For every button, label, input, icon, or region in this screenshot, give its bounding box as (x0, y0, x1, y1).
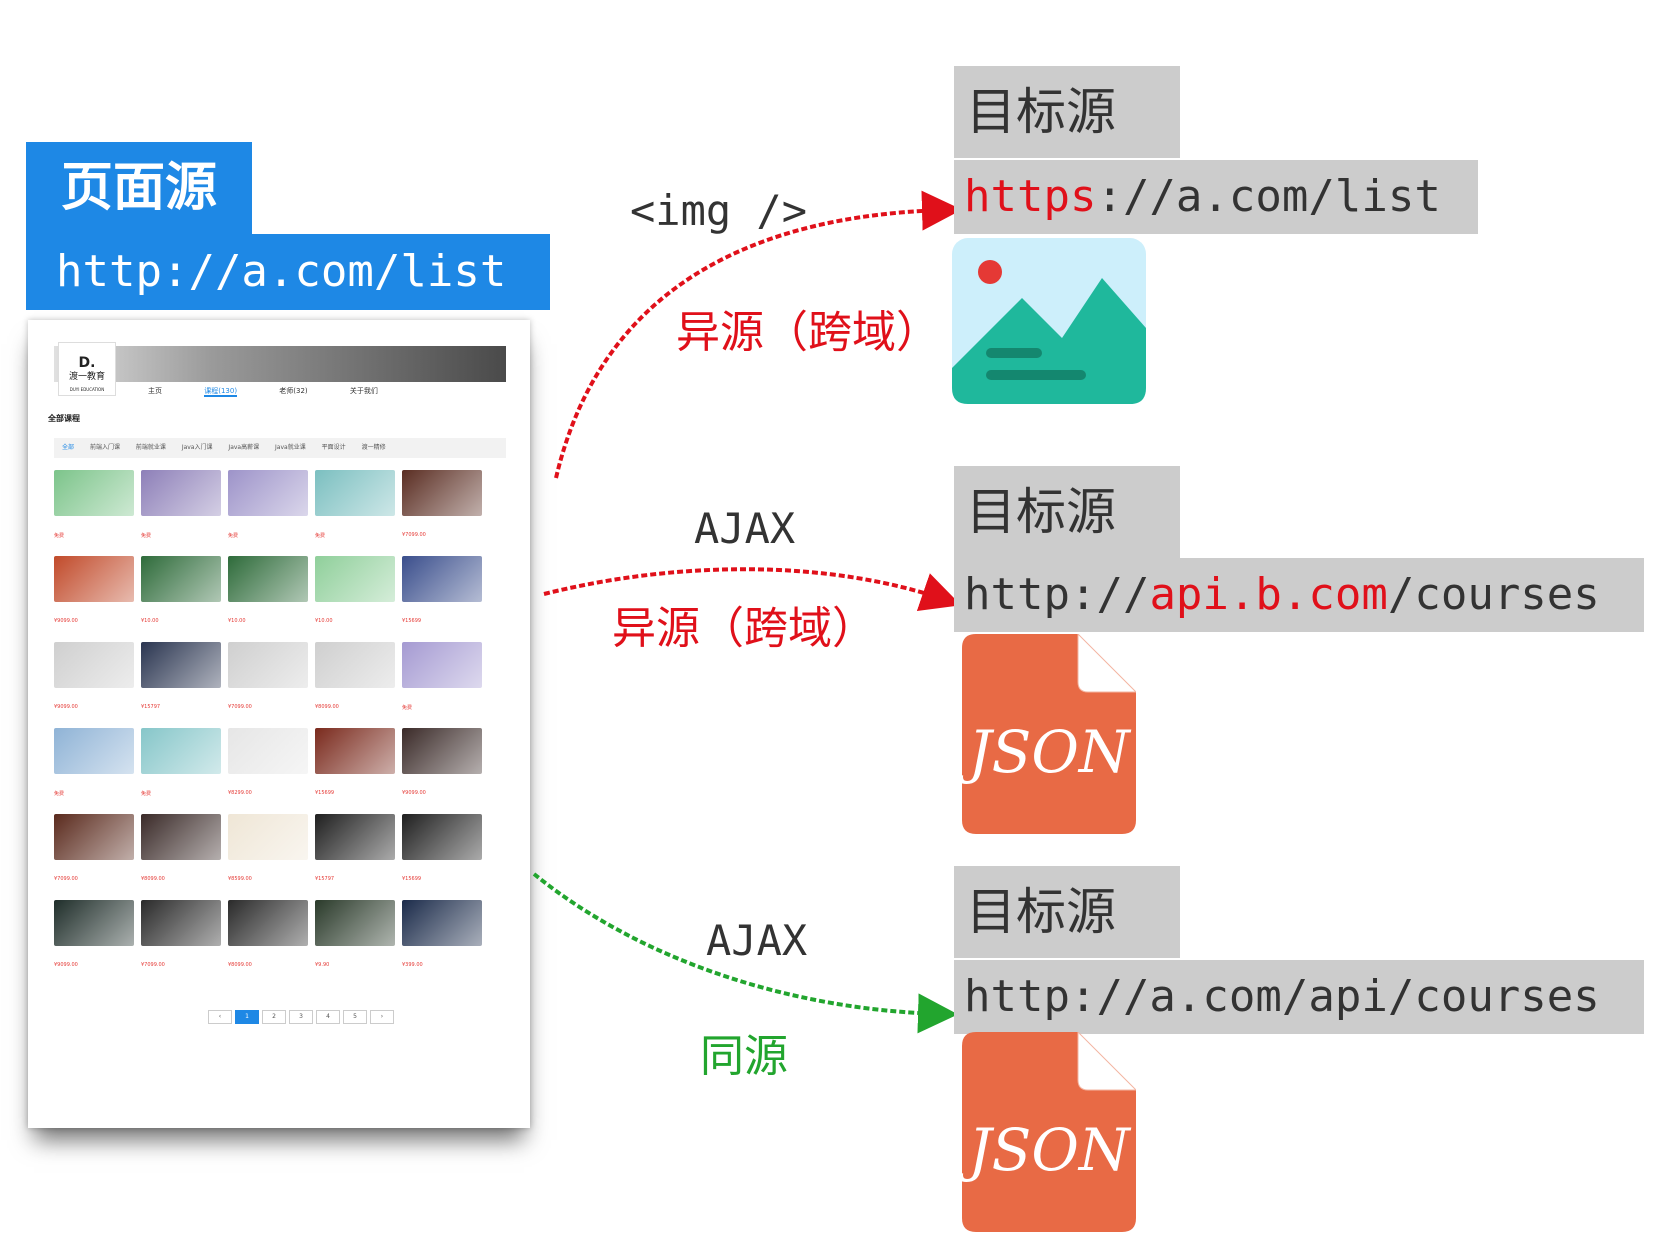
target-1-url: https://a.com/list (954, 160, 1478, 234)
course-price: ¥9099.00 (54, 704, 78, 710)
screenshot-section-title: 全部课程 (48, 414, 80, 423)
source-url: http://a.com/list (26, 234, 550, 310)
course-thumbnail (228, 470, 308, 516)
course-thumbnail (141, 814, 221, 860)
target-2-url: http://api.b.com/courses (954, 558, 1644, 632)
course-thumbnail (54, 470, 134, 516)
course-thumbnail (54, 556, 134, 602)
arrow-1-result: 异源（跨域） (676, 307, 940, 358)
target-1-label: 目标源 (954, 66, 1180, 158)
course-thumbnail (228, 728, 308, 774)
course-price: ¥10.00 (141, 618, 159, 624)
svg-text:JSON: JSON (962, 718, 1132, 786)
svg-text:JSON: JSON (962, 1116, 1132, 1184)
image-icon (952, 238, 1146, 404)
course-price: 免费 (315, 533, 326, 539)
course-price: 免费 (141, 533, 152, 539)
arrow-3-method: AJAX (706, 916, 808, 965)
course-price: ¥7099.00 (402, 532, 426, 538)
course-price: ¥8099.00 (315, 704, 339, 710)
course-thumbnail (402, 728, 482, 774)
course-thumbnail (315, 470, 395, 516)
course-price: ¥9.90 (315, 962, 330, 968)
course-price: ¥9099.00 (402, 790, 426, 796)
screenshot-header-banner (54, 346, 506, 382)
course-price: ¥8099.00 (141, 876, 165, 882)
course-thumbnail (141, 556, 221, 602)
course-thumbnail (228, 556, 308, 602)
course-thumbnail (54, 728, 134, 774)
arrow-3-result: 同源 (700, 1031, 788, 1082)
course-thumbnail (315, 814, 395, 860)
course-thumbnail (228, 900, 308, 946)
course-price: ¥9099.00 (54, 618, 78, 624)
target-2-label: 目标源 (954, 466, 1180, 558)
course-price: ¥7099.00 (228, 704, 252, 710)
course-price: ¥15797 (141, 704, 161, 710)
course-price: ¥7099.00 (141, 962, 165, 968)
course-price: ¥15699 (402, 618, 422, 624)
course-price: ¥8299.00 (228, 790, 252, 796)
course-price: 免费 (54, 533, 65, 539)
course-thumbnail (141, 900, 221, 946)
course-thumbnail (54, 642, 134, 688)
course-price: ¥399.00 (402, 962, 423, 968)
course-thumbnail (54, 814, 134, 860)
course-thumbnail (141, 470, 221, 516)
course-thumbnail (402, 470, 482, 516)
course-thumbnail (402, 900, 482, 946)
arrow-ajax-cross-origin (543, 567, 962, 612)
course-thumbnail (54, 900, 134, 946)
course-price: 免费 (141, 791, 152, 797)
arrow-2-result: 异源（跨域） (612, 603, 876, 654)
course-price: 免费 (402, 705, 413, 711)
course-thumbnail (315, 642, 395, 688)
course-price: ¥15699 (315, 790, 335, 796)
course-price: ¥10.00 (315, 618, 333, 624)
arrow-img-cross-origin (554, 190, 962, 479)
course-price: ¥10.00 (228, 618, 246, 624)
arrow-ajax-same-origin (532, 872, 958, 1034)
course-thumbnail (402, 642, 482, 688)
course-price: ¥7099.00 (54, 876, 78, 882)
course-thumbnail (402, 556, 482, 602)
course-thumbnail (141, 728, 221, 774)
course-thumbnail (228, 814, 308, 860)
course-price: ¥15699 (402, 876, 422, 882)
course-price: 免费 (228, 533, 239, 539)
course-thumbnail (315, 556, 395, 602)
json-file-icon: JSON (958, 1030, 1138, 1236)
course-price: ¥15797 (315, 876, 335, 882)
arrow-2-method: AJAX (694, 504, 796, 553)
source-label: 页面源 (26, 142, 252, 234)
course-price: ¥9099.00 (54, 962, 78, 968)
course-price: 免费 (54, 791, 65, 797)
course-thumbnail (141, 642, 221, 688)
course-thumbnail (402, 814, 482, 860)
target-3-label: 目标源 (954, 866, 1180, 958)
course-price: ¥8599.00 (228, 876, 252, 882)
screenshot-nav: 主页 课程(130) 老师(32) 关于我们 (148, 387, 378, 397)
json-file-icon: JSON (958, 632, 1138, 838)
course-price: ¥8099.00 (228, 962, 252, 968)
target-3-url: http://a.com/api/courses (954, 960, 1644, 1034)
course-thumbnail (315, 900, 395, 946)
course-thumbnail (315, 728, 395, 774)
arrow-1-method: <img /> (630, 186, 808, 235)
course-thumbnail (228, 642, 308, 688)
screenshot-categories: 全部 前端入门课 前端就业课 Java入门课 Java高薪课 Java就业课 平… (54, 438, 506, 458)
